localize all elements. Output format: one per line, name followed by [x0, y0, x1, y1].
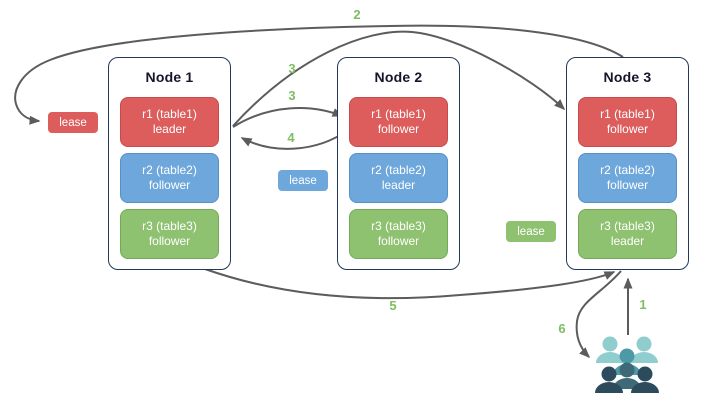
replica-name: r2 (table2)	[142, 163, 197, 177]
node-3-replica-r1: r1 (table1) follower	[578, 97, 677, 147]
step-5-label: 5	[389, 298, 397, 313]
node-2-title: Node 2	[374, 69, 423, 85]
node-1-title: Node 1	[145, 69, 194, 85]
arrow-step-3-to-node2	[232, 107, 344, 128]
node-2-replica-r2: r2 (table2) leader	[349, 153, 448, 203]
node-3-replica-r3: r3 (table3) leader	[578, 209, 677, 259]
replica-role: follower	[606, 122, 649, 136]
arrow-step-3-to-node3	[232, 30, 566, 127]
lease-badge-r3: lease	[506, 221, 556, 242]
node-2-replica-r1: r1 (table1) follower	[349, 97, 448, 147]
replica-role: follower	[606, 178, 649, 192]
replica-name: r3 (table3)	[142, 219, 197, 233]
lease-badge-r1: lease	[48, 112, 98, 133]
user-figure-back-right	[630, 336, 658, 363]
replica-role: follower	[148, 234, 191, 248]
users-icon	[595, 336, 659, 393]
replica-name: r2 (table2)	[600, 163, 655, 177]
replica-role: leader	[381, 178, 416, 192]
node-3-title: Node 3	[603, 69, 652, 85]
node-1-replica-r2: r2 (table2) follower	[120, 153, 219, 203]
step-3-label-a: 3	[288, 61, 296, 76]
replica-name: r3 (table3)	[600, 219, 655, 233]
replica-role: follower	[148, 178, 191, 192]
node-1: Node 1 r1 (table1) leader r2 (table2) fo…	[108, 57, 231, 270]
replica-role: leader	[610, 234, 645, 248]
arrow-step-6	[575, 270, 622, 359]
replica-name: r1 (table1)	[600, 107, 655, 121]
user-figure-front-left	[595, 366, 623, 393]
step-3-label-b: 3	[288, 88, 296, 103]
replica-role: follower	[377, 234, 420, 248]
lease-badge-r2: lease	[278, 170, 328, 191]
step-2-label: 2	[353, 7, 361, 22]
replica-name: r1 (table1)	[371, 107, 426, 121]
node-1-replica-r1: r1 (table1) leader	[120, 97, 219, 147]
step-4-label: 4	[287, 130, 295, 145]
step-1-label: 1	[639, 297, 647, 312]
node-3: Node 3 r1 (table1) follower r2 (table2) …	[566, 57, 689, 270]
user-figure-front-right	[631, 366, 659, 393]
replica-name: r3 (table3)	[371, 219, 426, 233]
arrow-step-5	[204, 268, 616, 300]
node-1-replica-r3: r3 (table3) follower	[120, 209, 219, 259]
replica-name: r2 (table2)	[371, 163, 426, 177]
user-figure-back-left	[596, 336, 624, 363]
replica-role: follower	[377, 122, 420, 136]
node-2-replica-r3: r3 (table3) follower	[349, 209, 448, 259]
replica-role: leader	[152, 122, 187, 136]
replica-name: r1 (table1)	[142, 107, 197, 121]
step-6-label: 6	[558, 321, 566, 336]
node-2: Node 2 r1 (table1) follower r2 (table2) …	[337, 57, 460, 270]
node-3-replica-r2: r2 (table2) follower	[578, 153, 677, 203]
arrow-step-2	[14, 24, 624, 125]
